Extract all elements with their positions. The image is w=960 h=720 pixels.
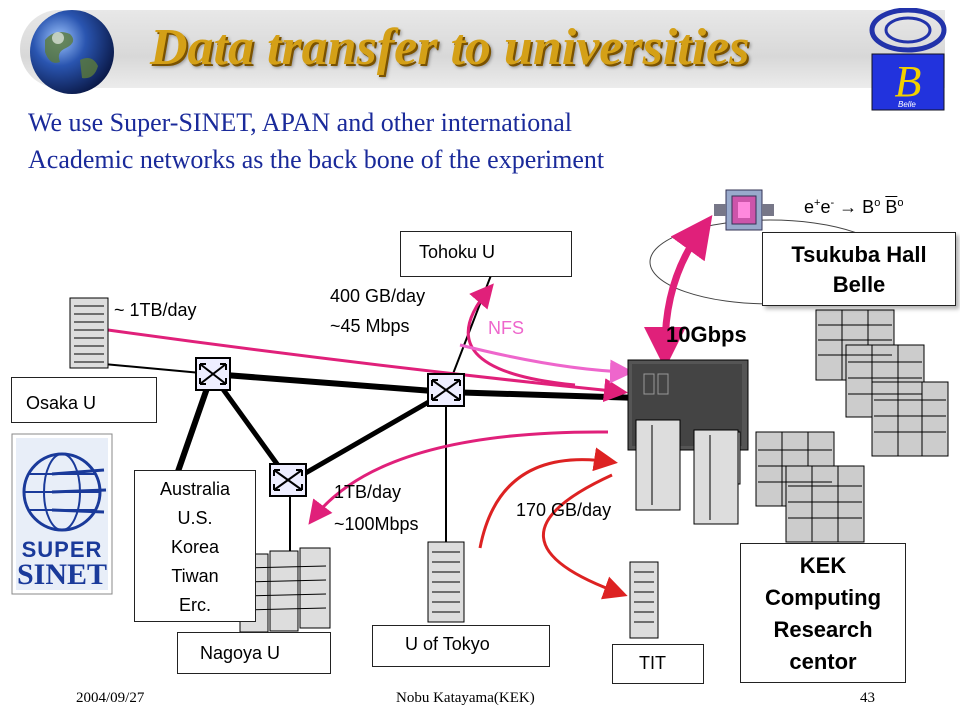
subtitle: We use Super-SINET, APAN and other inter… [28,104,828,178]
subtitle-line-2: Academic networks as the back bone of th… [28,145,605,174]
arrow-nfs [459,343,634,384]
server-farm-icon [755,431,865,543]
belle-logo: B Belle [868,8,948,112]
backbone-2 [445,389,641,401]
site-label-tit: TIT [639,653,666,673]
arrow-osaka [107,328,628,403]
rate-tokyo-speed: ~100Mbps [334,514,419,534]
site-label-intl: Erc. [178,595,211,615]
site-label-tsukuba: Belle [832,272,886,297]
belle-detector-icon [714,189,774,231]
b-meson: B [862,197,875,217]
plus-sign: + [814,197,821,209]
minus-sign: - [830,197,835,209]
arrow-tit-1 [478,447,618,549]
rate-tohoku-volume: 400 GB/day [330,286,426,306]
rate-tit: 170 GB/day [516,500,612,520]
site-label-tohoku: Tohoku U [419,242,496,262]
footer-date: 2004/09/27 [76,690,145,706]
server-farm-icon [815,309,949,457]
arrow-tohoku [466,283,576,387]
neutral-mark: o [874,197,881,209]
belle-logo-text: Belle [898,100,916,109]
site-label-kek: centor [789,649,857,674]
footer-page: 43 [860,690,875,706]
server-rack-icon [629,561,659,639]
backbone-4 [288,389,448,485]
supersinet-logo [11,433,113,595]
server-rack-icon [69,297,109,369]
site-label-intl: Korea [170,537,220,557]
cabinet-icon [693,429,739,525]
site-box-kek: KEK Computing Research centor [740,543,906,683]
site-label-tsukuba: Tsukuba Hall [791,242,927,267]
supersinet-logo-text-1: SUPER [21,537,103,562]
svg-text:B: B [895,57,922,106]
site-label-nagoya: Nagoya U [200,643,281,663]
arrow-tit-2 [542,473,628,600]
cabinet-icon [635,419,681,511]
rate-tokyo-volume: 1TB/day [334,482,402,502]
anti-b-meson: B [885,197,898,217]
footer-author: Nobu Katayama(KEK) [396,690,535,706]
site-label-osaka: Osaka U [26,393,97,413]
site-label-intl: Tiwan [171,566,219,586]
site-box-tit: TIT [612,644,704,684]
arrow-tokyo [308,430,609,525]
site-box-osaka: Osaka U [11,377,157,423]
physics-process: e+e- → Bo Bo [804,197,903,218]
arrow-icon: → [839,197,858,217]
site-box-tokyo: U of Tokyo [372,625,550,667]
backbone-1 [211,371,447,395]
neutral-mark: o [897,197,904,209]
site-box-nagoya: Nagoya U [177,632,331,674]
site-label-kek: Computing [764,585,882,610]
slide-title: Data transfer to universities [150,19,750,76]
router-icon [269,463,307,497]
site-label-kek: Research [773,617,873,642]
site-label-tokyo: U of Tokyo [405,634,490,654]
site-box-tsukuba: Tsukuba Hall Belle [762,232,956,306]
rate-nfs: NFS [488,318,524,338]
site-label-kek: KEK [799,553,847,578]
router-icon [195,357,231,391]
rate-osaka: ~ 1TB/day [114,300,197,320]
subtitle-line-1: We use Super-SINET, APAN and other inter… [28,108,573,137]
site-box-tohoku: Tohoku U [400,231,572,277]
router-icon [427,373,465,407]
title-band [20,10,945,88]
rate-10gbps: 10Gbps [666,322,747,347]
supersinet-logo-text-2: SINET [16,558,108,591]
electron: e [820,197,831,217]
site-label-intl: U.S. [177,508,213,528]
electron: e [804,197,815,217]
site-box-international: Australia U.S. Korea Tiwan Erc. [134,470,256,622]
arrow-10gbps [644,215,713,369]
site-label-intl: Australia [159,479,231,499]
server-rack-icon [427,541,465,623]
backbone-5 [172,373,215,481]
rate-tohoku-speed: ~45 Mbps [330,316,410,336]
